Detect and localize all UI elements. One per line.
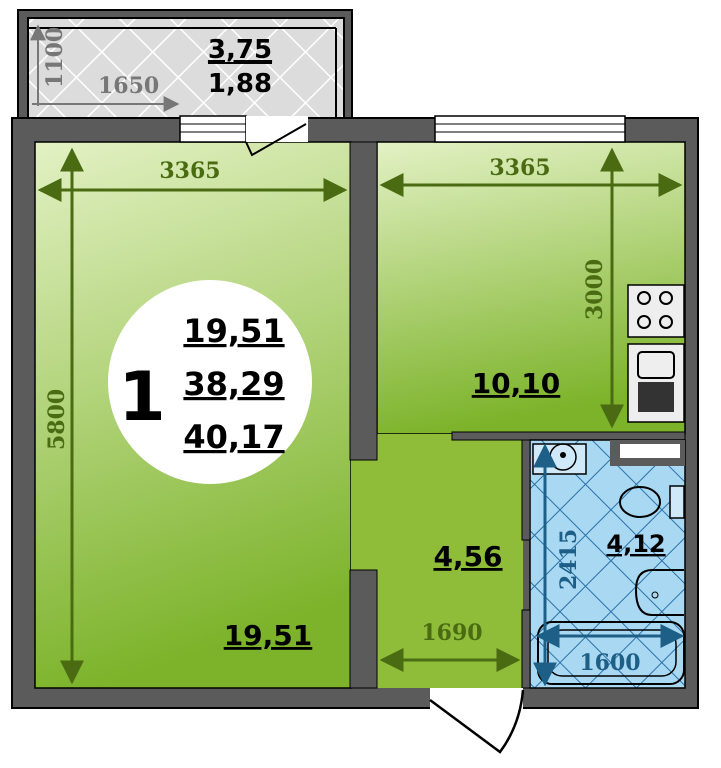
rooms-count: 1 bbox=[118, 358, 165, 437]
window-kitchen bbox=[434, 115, 626, 143]
entrance-door[interactable] bbox=[429, 688, 525, 754]
balcony-depth-label: 1100 bbox=[42, 27, 68, 88]
apartment-summary: 1 19,51 38,29 40,17 bbox=[108, 280, 312, 484]
balcony bbox=[17, 9, 353, 119]
total-area-with-balcony: 40,17 bbox=[183, 418, 284, 456]
bathroom-area: 4,12 bbox=[606, 530, 665, 558]
room-area: 19,51 bbox=[224, 619, 313, 652]
balcony-area-full: 3,75 bbox=[208, 35, 272, 65]
washbasin-icon bbox=[634, 569, 684, 616]
window-living bbox=[179, 115, 247, 143]
room-width-label: 3365 bbox=[159, 158, 220, 184]
balcony-width-label: 1650 bbox=[98, 73, 159, 99]
kitchen-area: 10,10 bbox=[472, 367, 561, 400]
stove-icon bbox=[627, 284, 685, 338]
balcony-door[interactable] bbox=[245, 116, 308, 157]
hall-wall-top bbox=[451, 431, 686, 441]
bath-width-label: 1600 bbox=[579, 650, 640, 676]
toilet-icon bbox=[619, 485, 685, 519]
total-area: 38,29 bbox=[183, 365, 284, 403]
kitchen-width-label: 3365 bbox=[489, 155, 550, 181]
hall-width-label: 1690 bbox=[421, 620, 482, 646]
kitchen-length-label: 3000 bbox=[582, 259, 608, 320]
hall-area: 4,56 bbox=[433, 540, 502, 573]
bath-length-label: 2415 bbox=[556, 529, 582, 590]
sink-icon bbox=[627, 343, 685, 423]
living-area: 19,51 bbox=[183, 312, 284, 350]
room-length-label: 5800 bbox=[44, 389, 70, 450]
washing-machine-icon bbox=[532, 443, 587, 475]
balcony-area-reduced: 1,88 bbox=[208, 69, 272, 99]
